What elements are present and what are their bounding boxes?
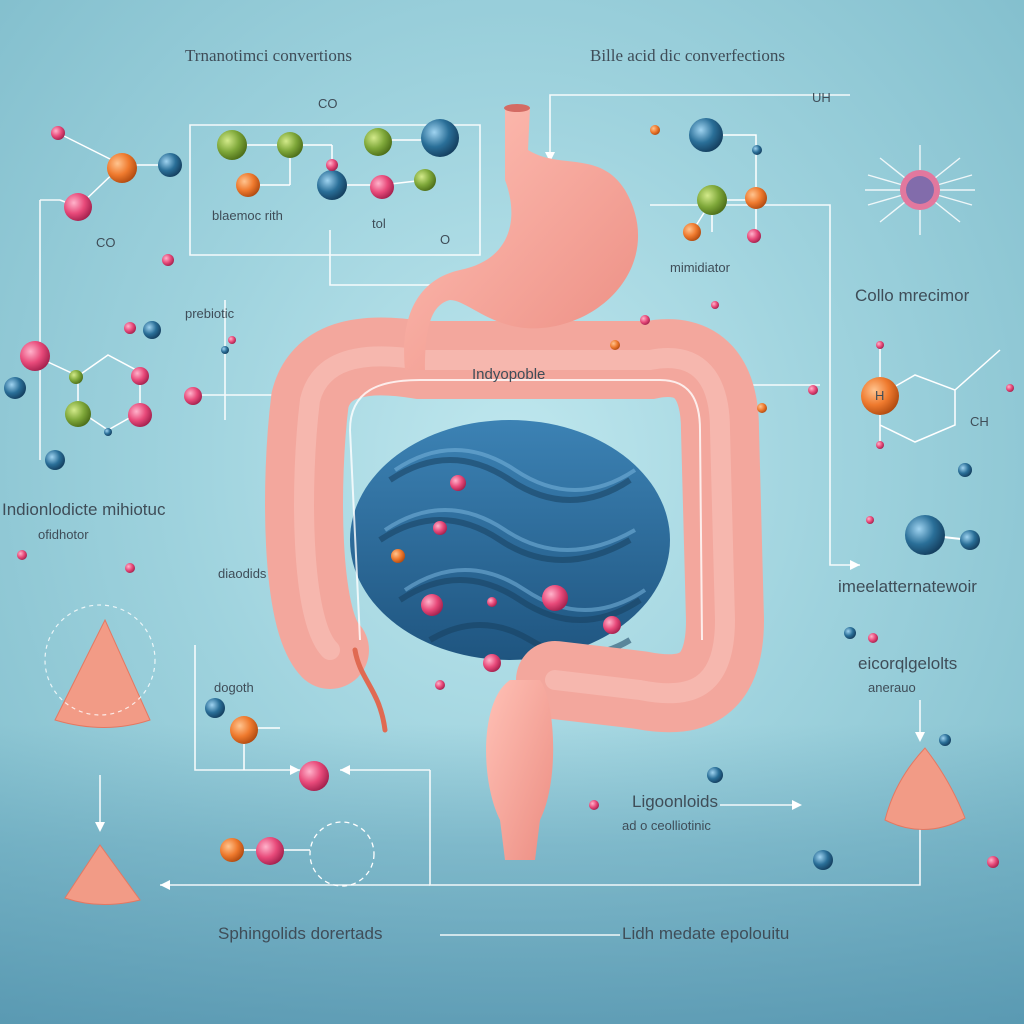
molecule-right-mid xyxy=(905,515,980,555)
label-sphingo: Sphingolids dorertads xyxy=(218,924,383,943)
label-co-top: CO xyxy=(318,96,338,111)
label-indyopoble: Indyopoble xyxy=(472,366,546,383)
label-co-left: CO xyxy=(96,235,116,250)
title-right: Bille acid dic converfections xyxy=(590,46,785,65)
molecule-right xyxy=(861,341,1014,449)
label-anerauo: anerauo xyxy=(868,680,916,695)
label-ligoon: Ligoonloids xyxy=(632,792,719,811)
label-diaodids: diaodids xyxy=(218,566,267,581)
molecule-top-center xyxy=(217,119,459,200)
label-dogoth: dogoth xyxy=(214,680,254,695)
title-left: Trnanotimci convertions xyxy=(185,46,352,65)
label-ad-o: ad o ceolliotinic xyxy=(622,818,711,833)
label-lidh: Lidh medate epolouitu xyxy=(622,924,790,943)
label-eicorq: eicorqlgelolts xyxy=(858,654,958,673)
gut-particles xyxy=(391,301,972,746)
label-o: O xyxy=(440,232,451,247)
label-h: H xyxy=(875,388,885,403)
label-indiond: Indionlodicte mihiotuc xyxy=(2,500,166,519)
molecule-top-right xyxy=(650,118,767,243)
label-collo: Collo mrecimor xyxy=(855,286,970,305)
label-prebiotic: prebiotic xyxy=(185,306,235,321)
cone-icon xyxy=(44,604,966,906)
label-minidiator: mimidiator xyxy=(670,260,730,275)
label-blaemoc: blaemoc rith xyxy=(212,208,283,223)
molecule-bottom-left xyxy=(17,550,999,887)
molecule-top-left xyxy=(51,126,182,339)
stomach xyxy=(404,104,639,370)
label-uh: UH xyxy=(812,90,831,105)
small-intestine xyxy=(350,420,670,660)
microbe-icon xyxy=(865,145,975,235)
molecule-left xyxy=(4,336,236,470)
label-imeelatter: imeelatternatewoir xyxy=(838,577,977,596)
label-ofidhotor: ofidhotor xyxy=(38,527,89,542)
label-ch: CH xyxy=(970,414,989,429)
label-tol: tol xyxy=(372,216,386,231)
